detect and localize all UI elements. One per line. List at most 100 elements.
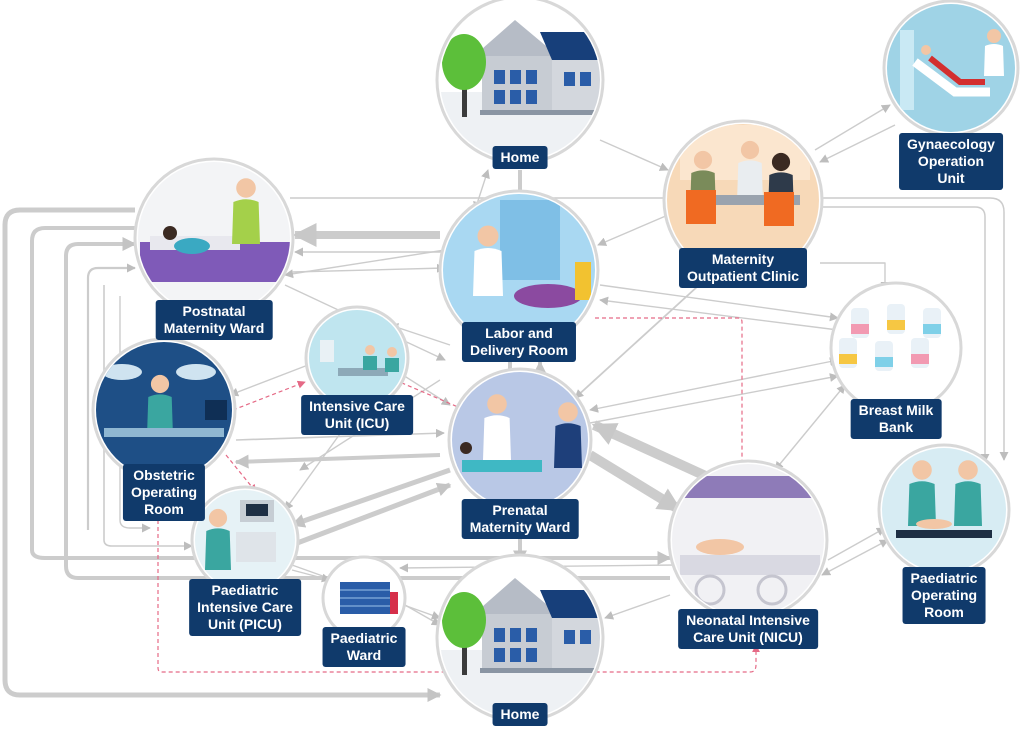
house-side-wall bbox=[552, 618, 600, 670]
person-body bbox=[205, 528, 231, 570]
house-window bbox=[580, 630, 591, 644]
baby bbox=[696, 539, 744, 555]
picu-to-paed-ward bbox=[291, 569, 331, 583]
person-body bbox=[483, 415, 511, 460]
equipment bbox=[205, 400, 227, 420]
house-icon bbox=[440, 0, 600, 160]
person-head bbox=[150, 374, 170, 394]
label-postnatal-maternity-ward: Postnatal Maternity Ward bbox=[155, 300, 273, 340]
chair-right bbox=[764, 192, 794, 226]
person-head bbox=[771, 152, 791, 172]
person-body bbox=[554, 423, 582, 468]
person-head bbox=[477, 225, 499, 247]
loop-postnatal-to-picu bbox=[103, 285, 193, 551]
person-head bbox=[912, 460, 932, 480]
house-window bbox=[494, 70, 505, 84]
loop-postnatal-to-nicu bbox=[30, 226, 672, 565]
label-intensive-care-unit: Intensive Care Unit (ICU) bbox=[301, 395, 413, 435]
prenatal-to-milk-2 bbox=[589, 373, 839, 424]
paed-ward-to-home bbox=[404, 604, 441, 626]
mother-head bbox=[163, 226, 177, 240]
icu-to-picu bbox=[284, 419, 351, 511]
nurse-head-1 bbox=[365, 345, 375, 355]
node-nicu bbox=[667, 459, 829, 621]
house-porch bbox=[480, 110, 600, 115]
house-window bbox=[526, 70, 537, 84]
node-picu bbox=[190, 485, 300, 595]
node-layer bbox=[91, 0, 1020, 723]
house-window bbox=[494, 648, 505, 662]
referral-icu-to-prenatal bbox=[394, 379, 466, 411]
tree-crown bbox=[442, 34, 486, 90]
person-head bbox=[487, 394, 507, 414]
nurse-head-2 bbox=[387, 347, 397, 357]
house-window bbox=[526, 648, 537, 662]
house-roof bbox=[474, 20, 558, 56]
chair-left bbox=[686, 190, 716, 224]
house-window bbox=[510, 90, 521, 104]
house-window bbox=[494, 90, 505, 104]
icu-icon bbox=[309, 310, 405, 406]
prenatal-ward-icon bbox=[452, 372, 588, 508]
house-window bbox=[564, 72, 575, 86]
node-labor_delivery bbox=[438, 189, 600, 351]
person-head bbox=[236, 178, 256, 198]
label-labor-and-delivery-room: Labor and Delivery Room bbox=[461, 322, 577, 362]
ward-sign bbox=[390, 592, 398, 614]
label-paediatric-ward: Paediatric Ward bbox=[322, 627, 406, 667]
icu-bed bbox=[338, 368, 388, 376]
wheel bbox=[694, 574, 726, 606]
patient-head bbox=[921, 45, 931, 55]
surgeons-icon bbox=[882, 448, 1006, 572]
person-body bbox=[473, 248, 503, 296]
gynae-to-clinic bbox=[819, 124, 896, 163]
node-paediatric_or bbox=[877, 443, 1011, 577]
house-window bbox=[510, 648, 521, 662]
person-head bbox=[987, 29, 1001, 43]
bottle-label bbox=[851, 324, 869, 334]
exam-chair bbox=[912, 58, 990, 97]
node-obstetric_or bbox=[91, 337, 237, 483]
bed bbox=[462, 460, 542, 472]
nicu-milk bbox=[774, 384, 846, 471]
node-background bbox=[882, 448, 1006, 572]
node-breast_milk bbox=[829, 281, 963, 415]
loop-clinic-to-paed-or bbox=[820, 206, 990, 463]
picu-icon bbox=[195, 490, 295, 590]
label-neonatal-intensive-care-unit: Neonatal Intensive Care Unit (NICU) bbox=[678, 609, 818, 649]
postnatal-to-delivery bbox=[291, 263, 446, 273]
label-paediatric-operating-room: Paediatric Operating Room bbox=[902, 567, 986, 624]
label-paediatric-intensive-care-unit: Paediatric Intensive Care Unit (PICU) bbox=[189, 579, 301, 636]
patient-body bbox=[928, 55, 985, 85]
desk bbox=[700, 195, 800, 205]
clinic-to-delivery bbox=[597, 214, 669, 246]
milk-bottles-icon bbox=[834, 286, 958, 410]
loop-nicu-to-postnatal bbox=[64, 237, 670, 580]
house-window bbox=[510, 70, 521, 84]
prenatal-milk bbox=[589, 357, 839, 413]
patient-head bbox=[460, 442, 472, 454]
postnatal-ward-icon bbox=[138, 162, 290, 314]
delivery-room-icon bbox=[443, 194, 595, 346]
bottle-label bbox=[875, 357, 893, 367]
delivery-to-milk bbox=[599, 284, 839, 322]
door-frame bbox=[900, 30, 914, 110]
operating-table bbox=[104, 428, 224, 437]
label-breast-milk-bank: Breast Milk Bank bbox=[850, 399, 942, 439]
label-home-top: Home bbox=[492, 146, 548, 169]
mother-body bbox=[174, 238, 210, 254]
label-home-bottom: Home bbox=[492, 703, 548, 726]
surgery-light bbox=[176, 364, 216, 380]
tree-trunk bbox=[462, 635, 467, 675]
house-porch bbox=[480, 668, 600, 673]
person-head bbox=[958, 460, 978, 480]
bottle-label bbox=[887, 320, 905, 330]
node-icu bbox=[304, 305, 410, 411]
house-window bbox=[526, 628, 537, 642]
lamp bbox=[575, 262, 591, 300]
prenatal-to-picu bbox=[290, 467, 451, 528]
house-window bbox=[494, 628, 505, 642]
paed-or-to-nicu bbox=[827, 527, 886, 561]
